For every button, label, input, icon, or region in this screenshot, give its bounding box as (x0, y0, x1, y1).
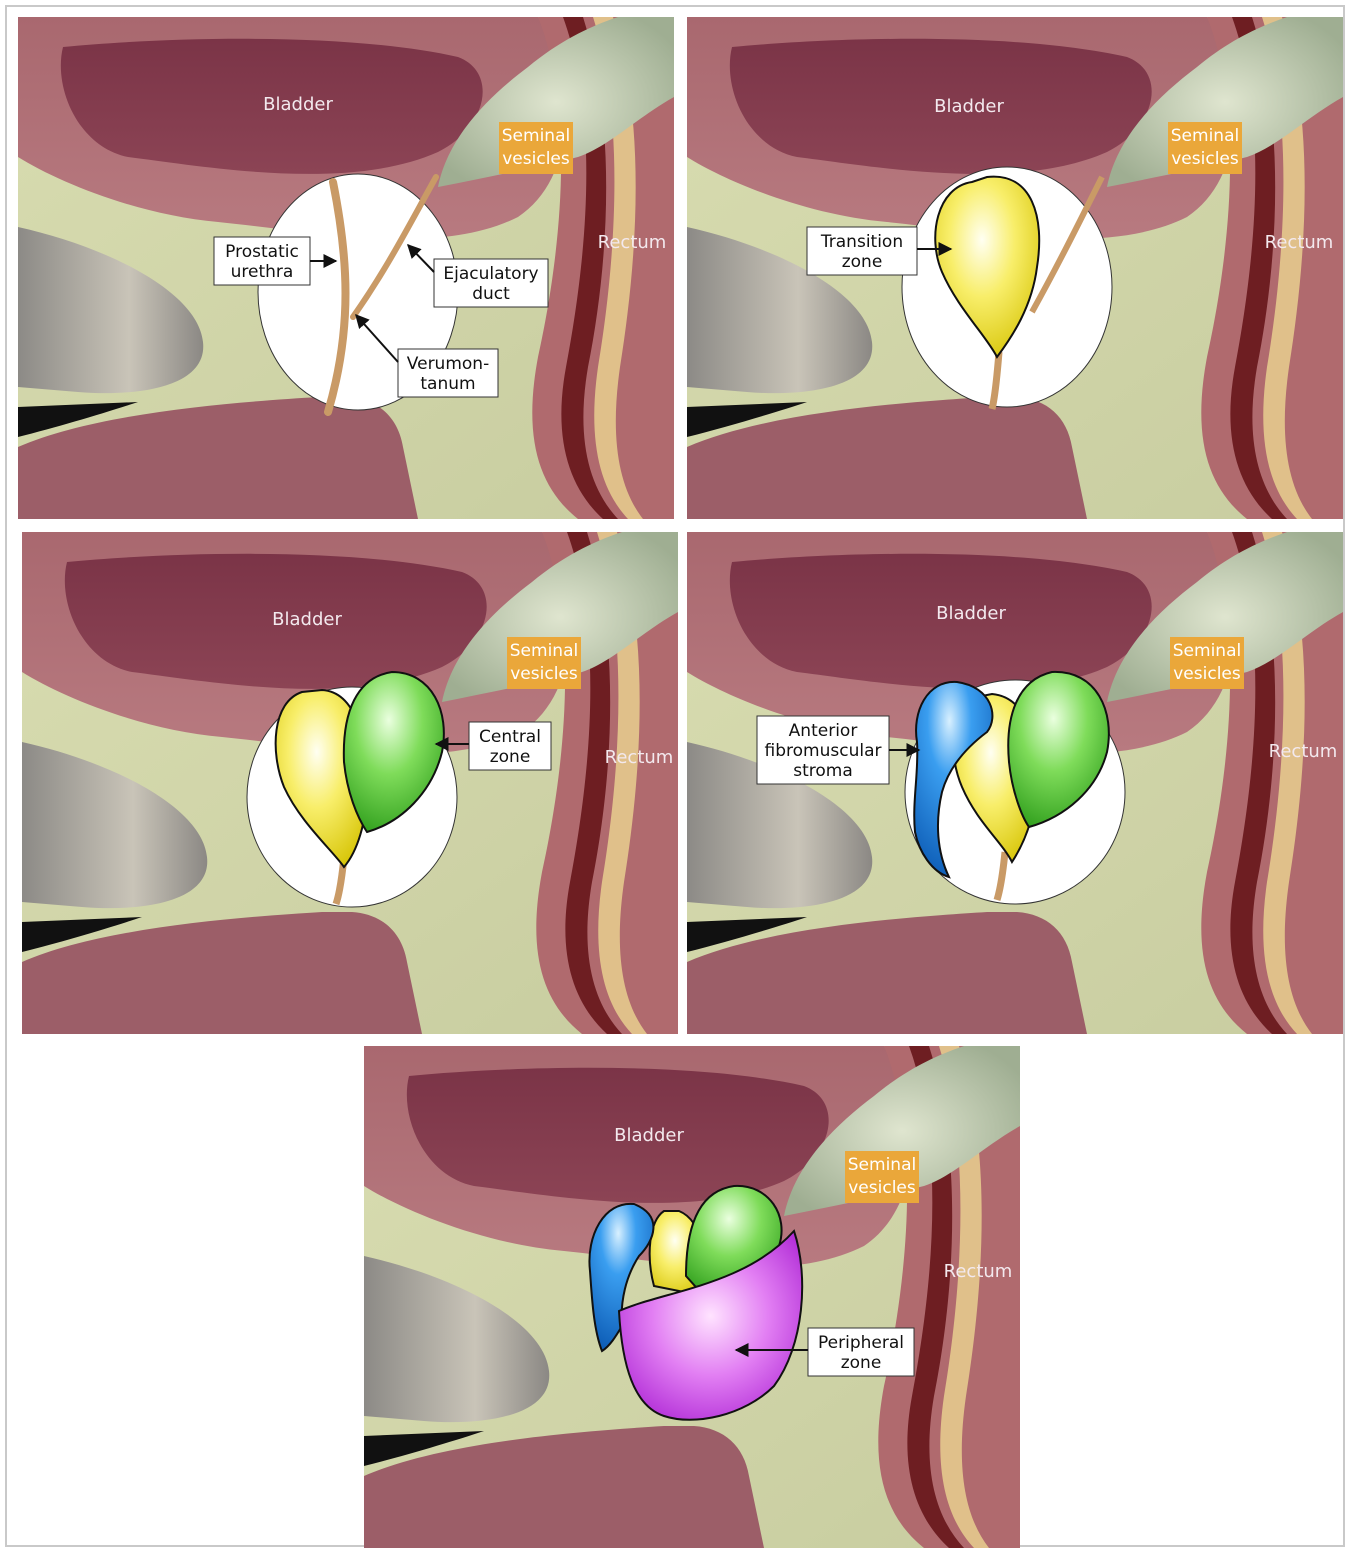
bladder-label: Bladder (272, 609, 342, 630)
bladder-label: Bladder (614, 1125, 684, 1146)
seminal-vesicles-label-line1: Seminal (1171, 126, 1239, 146)
seminal-vesicles-label-line1: Seminal (502, 126, 570, 146)
bladder-label: Bladder (263, 94, 333, 115)
rectum-label: Rectum (605, 747, 674, 768)
verumontanum-label-line1: Verumon- (407, 354, 489, 374)
prostatic-urethra-label-line2: urethra (231, 262, 294, 282)
anterior-stroma-label-line2: fibromuscular (765, 741, 882, 761)
panel-transition-zone: Seminal vesicles Bladder Rectum Transiti… (687, 17, 1343, 519)
central-zone-label-line2: zone (490, 747, 531, 767)
seminal-vesicles-label-line1: Seminal (848, 1155, 916, 1175)
panel-anterior-fibromuscular-stroma: Seminal vesicles Bladder Rectum Anterior… (687, 532, 1343, 1034)
panel-urethra-ducts: Seminal vesicles Bladder Rectum Prostati… (18, 17, 674, 519)
transition-zone-label-line2: zone (842, 252, 883, 272)
seminal-vesicles-label-line2: vesicles (1171, 149, 1239, 169)
rectum-label: Rectum (944, 1261, 1013, 1282)
verumontanum-label-line2: tanum (420, 374, 475, 394)
prostatic-urethra-label-line1: Prostatic (225, 242, 299, 262)
seminal-vesicles-label-line2: vesicles (510, 664, 578, 684)
central-zone-label-line1: Central (479, 727, 541, 747)
seminal-vesicles-label-line2: vesicles (848, 1178, 916, 1198)
panel-central-zone: Seminal vesicles Bladder Rectum Central … (22, 532, 678, 1034)
seminal-vesicles-label-line2: vesicles (502, 149, 570, 169)
seminal-vesicles-label-line1: Seminal (510, 641, 578, 661)
panel-peripheral-zone: Seminal vesicles Bladder Rectum Peripher… (364, 1046, 1020, 1548)
rectum-label: Rectum (1265, 232, 1334, 253)
ejaculatory-duct-label-line1: Ejaculatory (443, 264, 538, 284)
rectum-label: Rectum (1269, 741, 1338, 762)
anterior-stroma-label-line3: stroma (793, 761, 853, 781)
bladder-label: Bladder (936, 603, 1006, 624)
bladder-label: Bladder (934, 96, 1004, 117)
ejaculatory-duct-label-line2: duct (472, 284, 510, 304)
peripheral-zone-label-line2: zone (841, 1353, 882, 1373)
transition-zone-label-line1: Transition (820, 232, 903, 252)
rectum-label: Rectum (598, 232, 667, 253)
peripheral-zone-label-line1: Peripheral (818, 1333, 904, 1353)
seminal-vesicles-label-line1: Seminal (1173, 641, 1241, 661)
anterior-stroma-label-line1: Anterior (789, 721, 858, 741)
seminal-vesicles-label-line2: vesicles (1173, 664, 1241, 684)
